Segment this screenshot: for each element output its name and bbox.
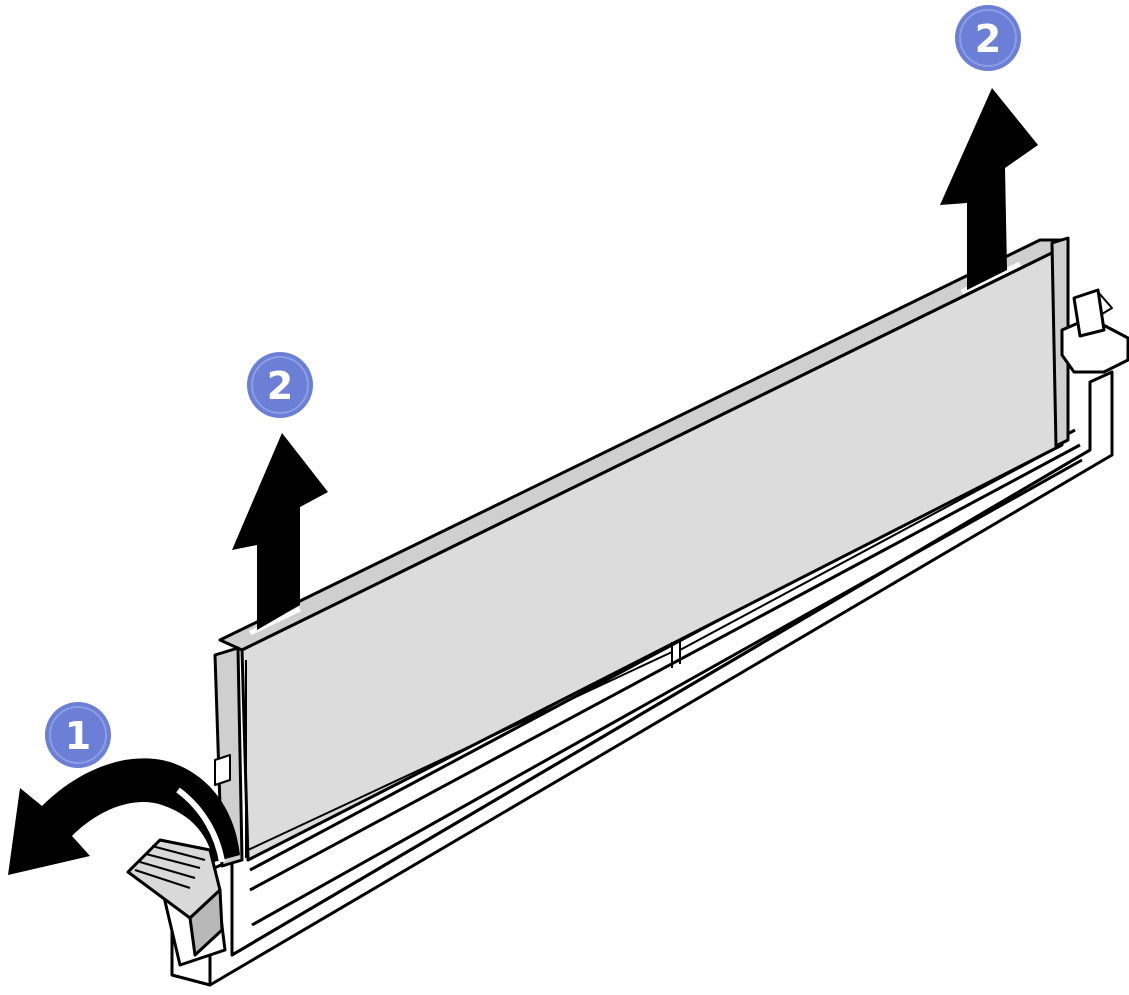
left-clip-grip bbox=[134, 845, 206, 889]
callout-circle bbox=[247, 352, 313, 418]
memory-module bbox=[213, 236, 1070, 868]
module-right-edge bbox=[1050, 236, 1070, 448]
curved-arrow-gap bbox=[176, 787, 225, 863]
slot-rail-mid bbox=[249, 443, 1081, 892]
left-retaining-clip[interactable] bbox=[126, 838, 227, 967]
callout-highlight bbox=[49, 706, 107, 764]
callout-number: 1 bbox=[65, 714, 91, 758]
callout-step-1: 1 bbox=[45, 702, 111, 768]
callout-highlight bbox=[959, 9, 1017, 67]
callout-step-2-left: 2 bbox=[247, 352, 313, 418]
curved-arrow-icon bbox=[8, 758, 240, 875]
callout-highlight bbox=[251, 356, 309, 414]
callout-number: 2 bbox=[975, 17, 1001, 61]
left-clip-lever-side bbox=[188, 888, 224, 957]
callout-step-2-right: 2 bbox=[955, 5, 1021, 71]
right-retaining-clip bbox=[1060, 288, 1129, 374]
callout-circle bbox=[955, 5, 1021, 71]
module-bottom-edge-left bbox=[247, 651, 673, 851]
slot-bottom-edge bbox=[231, 448, 1091, 957]
up-arrow-icon bbox=[940, 88, 1038, 290]
left-clip-lever[interactable] bbox=[126, 838, 222, 920]
callout-number: 2 bbox=[267, 364, 293, 408]
up-arrow-icon bbox=[232, 433, 328, 630]
module-left-notch bbox=[214, 754, 231, 786]
module-center-notch bbox=[671, 640, 681, 668]
module-bottom-edge-right bbox=[679, 444, 1063, 651]
callout-circle bbox=[45, 702, 111, 768]
right-clip-lever bbox=[1072, 288, 1106, 338]
